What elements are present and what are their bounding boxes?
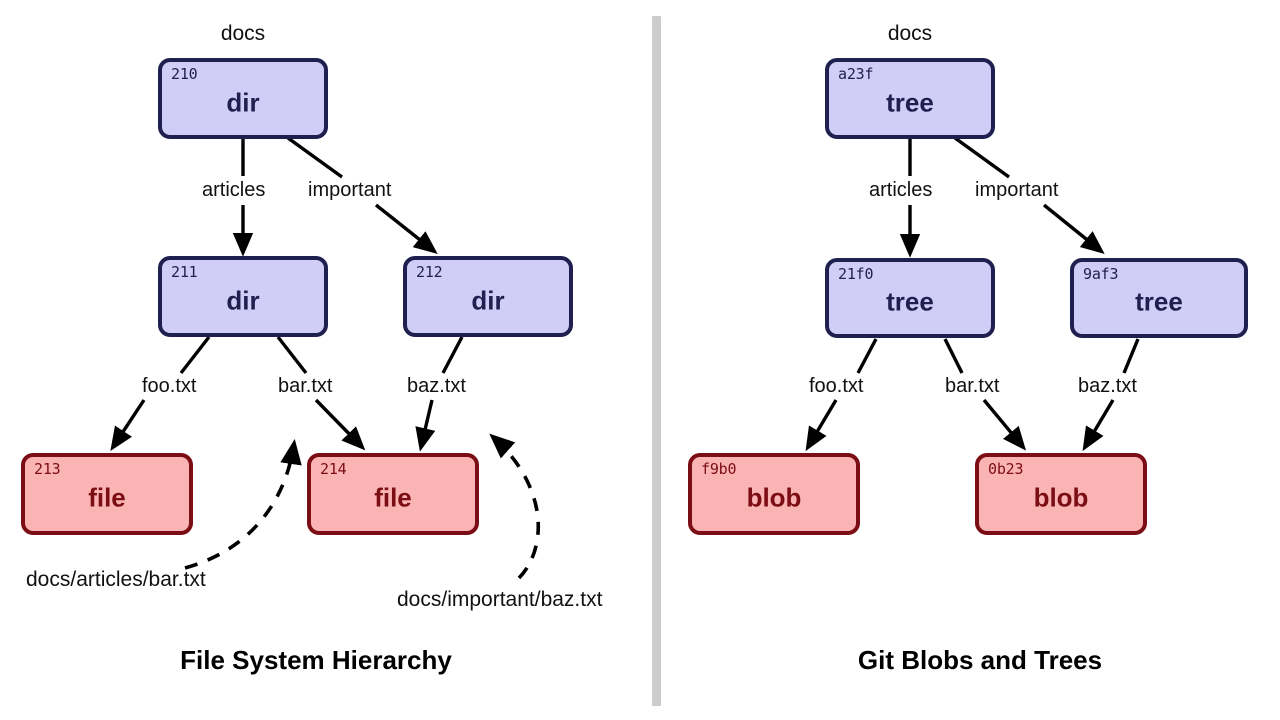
- edge-label-important-git: important: [972, 179, 1062, 201]
- edge-label-bar-fs: bar.txt: [275, 375, 336, 397]
- edge-a23f-9af3-lower: [1042, 203, 1105, 254]
- node-tree-9af3[interactable]: 9af3 tree: [1070, 258, 1248, 338]
- edge-label-bar-git: bar.txt: [942, 375, 1003, 397]
- git-root-caption: docs: [887, 22, 933, 45]
- edge-212-214-lower: [415, 399, 436, 452]
- node-id-f9b0: f9b0: [701, 460, 737, 478]
- edge-9af3-0b23-lower: [1082, 399, 1115, 452]
- node-dir-210[interactable]: 210 dir: [158, 58, 328, 139]
- node-label-211: dir: [226, 284, 260, 315]
- annotation-path-bar: docs/articles/bar.txt: [26, 568, 206, 591]
- edge-21f0-0b23-lower: [982, 398, 1027, 451]
- node-label-0b23: blob: [1033, 482, 1089, 513]
- edge-211-213-lower: [110, 399, 146, 451]
- node-file-214[interactable]: 214 file: [307, 453, 479, 535]
- node-id-212: 212: [416, 263, 443, 281]
- node-id-210: 210: [171, 65, 198, 83]
- edge-212-214-upper: [441, 336, 464, 374]
- edge-21f0-f9b0-upper: [856, 338, 878, 374]
- edge-210-212-lower: [374, 203, 438, 254]
- edge-210-212-upper: [287, 136, 343, 179]
- node-tree-a23f[interactable]: a23f tree: [825, 58, 995, 139]
- edge-211-213-upper: [179, 335, 211, 375]
- node-tree-21f0[interactable]: 21f0 tree: [825, 258, 995, 338]
- node-label-a23f: tree: [886, 86, 934, 117]
- node-id-a23f: a23f: [838, 65, 874, 83]
- panel-title-filesystem: File System Hierarchy: [180, 645, 452, 675]
- node-label-21f0: tree: [886, 286, 934, 317]
- node-blob-f9b0[interactable]: f9b0 blob: [688, 453, 860, 535]
- node-id-21f0: 21f0: [838, 265, 874, 283]
- edge-label-important-fs: important: [305, 179, 395, 201]
- node-dir-211[interactable]: 211 dir: [158, 256, 328, 337]
- node-file-213[interactable]: 213 file: [21, 453, 193, 535]
- edge-label-foo-git: foo.txt: [806, 375, 867, 397]
- node-label-9af3: tree: [1135, 286, 1183, 317]
- node-id-0b23: 0b23: [988, 460, 1024, 478]
- edge-label-foo-fs: foo.txt: [139, 375, 200, 397]
- node-label-213: file: [88, 482, 126, 513]
- annotation-leader-bar: [184, 439, 302, 570]
- node-label-f9b0: blob: [746, 482, 802, 513]
- node-label-214: file: [374, 482, 412, 513]
- panel-divider: [652, 16, 661, 706]
- annotation-leader-baz: [489, 433, 541, 580]
- edge-label-articles-fs: articles: [199, 179, 269, 201]
- node-label-212: dir: [471, 284, 505, 315]
- node-blob-0b23[interactable]: 0b23 blob: [975, 453, 1147, 535]
- panel-title-git: Git Blobs and Trees: [857, 645, 1103, 675]
- edge-9af3-0b23-upper: [1122, 338, 1140, 374]
- edge-label-baz-git: baz.txt: [1075, 375, 1140, 397]
- edge-21f0-0b23-upper: [943, 338, 964, 374]
- node-label-210: dir: [226, 86, 260, 117]
- edge-211-214-lower: [314, 398, 366, 451]
- edge-label-articles-git: articles: [866, 179, 936, 201]
- node-id-211: 211: [171, 263, 198, 281]
- edge-211-214-upper: [276, 335, 308, 375]
- annotation-path-baz: docs/important/baz.txt: [397, 588, 603, 611]
- node-id-213: 213: [34, 460, 61, 478]
- edge-label-baz-fs: baz.txt: [404, 375, 469, 397]
- node-dir-212[interactable]: 212 dir: [403, 256, 573, 337]
- edge-a23f-9af3-upper: [954, 136, 1010, 179]
- node-id-9af3: 9af3: [1083, 265, 1119, 283]
- edge-21f0-f9b0-lower: [805, 399, 838, 452]
- filesystem-root-caption: docs: [220, 22, 266, 45]
- node-id-214: 214: [320, 460, 347, 478]
